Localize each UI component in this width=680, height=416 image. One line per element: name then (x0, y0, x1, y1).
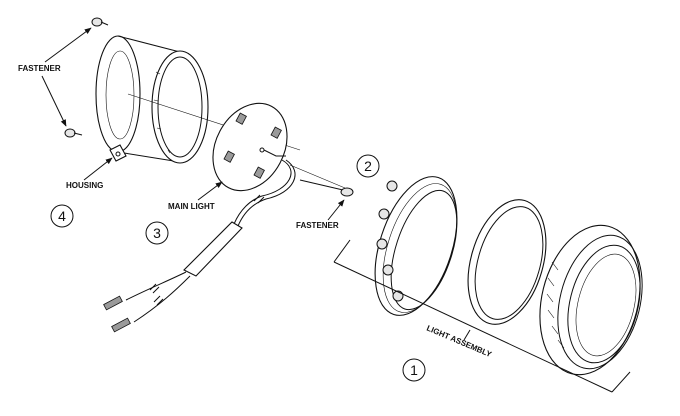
callout-4-number: 4 (58, 208, 66, 224)
main-light-plate (212, 102, 288, 192)
callout-1-number: 1 (410, 362, 418, 378)
fastener-top-leader-down (41, 75, 67, 127)
fastener-top-label: FASTENER (18, 64, 61, 73)
callout-2-circle (356, 154, 380, 178)
light-assembly-bracket (333, 239, 631, 393)
housing-leader (83, 157, 113, 181)
main-light-leader (197, 181, 223, 201)
light-assembly-label: LIGHT ASSEMBLY (425, 324, 493, 360)
callout-3-number: 3 (153, 225, 161, 241)
light-assembly-gasket (467, 199, 547, 325)
light-cord (103, 159, 296, 333)
callout-2-number: 2 (364, 158, 372, 174)
light-assembly-niche-ring (374, 176, 458, 316)
fastener-screw-top (91, 17, 109, 27)
fastener-screw-bottom (64, 128, 83, 138)
fastener-right-leader (327, 199, 345, 221)
callout-1-circle (402, 358, 426, 382)
callout-3-circle (145, 221, 169, 245)
light-assembly-lens (539, 224, 643, 376)
main-light-label: MAIN LIGHT (168, 202, 215, 211)
housing (95, 35, 209, 164)
fastener-right-label: FASTENER (296, 221, 339, 230)
callout-4-circle (50, 204, 74, 228)
fastener-screw-right (299, 179, 354, 197)
fastener-top-leader-up (44, 27, 92, 63)
housing-label: HOUSING (66, 181, 103, 190)
